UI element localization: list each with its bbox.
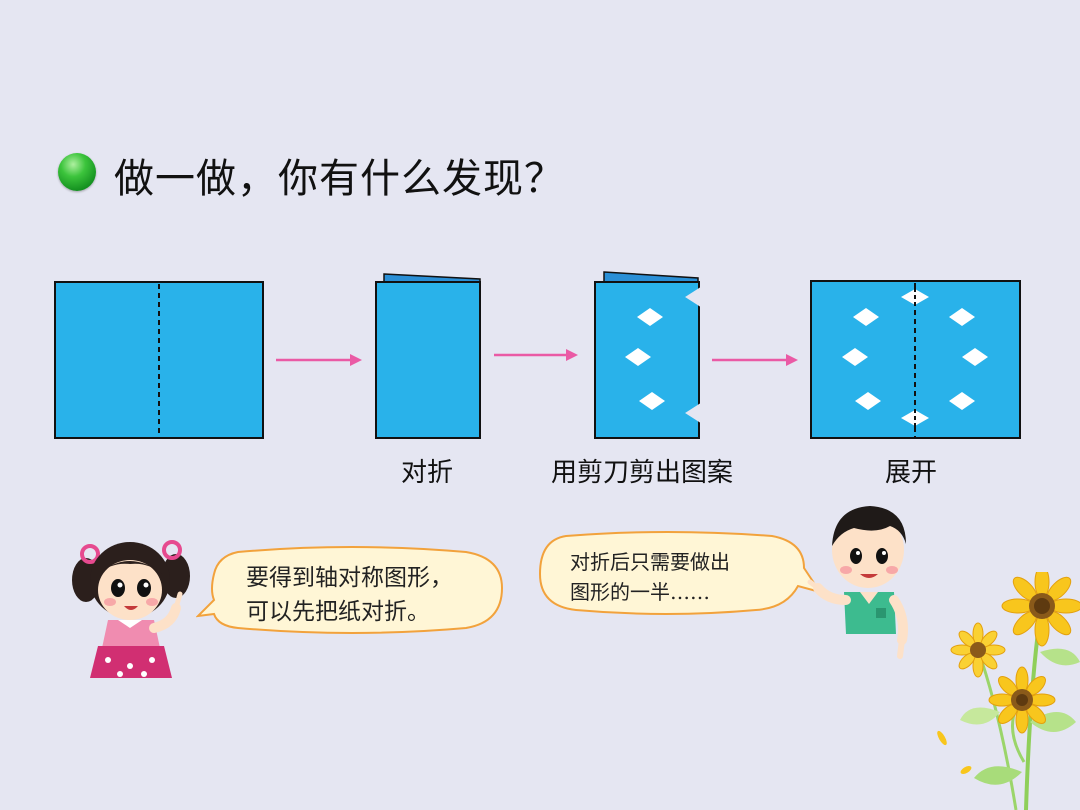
boy-bubble-line1: 对折后只需要做出 <box>570 550 730 574</box>
arrow-icon <box>276 354 362 366</box>
folding-diagram <box>54 271 1021 439</box>
green-bullet-icon <box>58 153 96 191</box>
caption-unfold: 展开 <box>885 458 938 488</box>
page-title: 做一做，你有什么发现？ <box>114 156 565 202</box>
boy-bubble-line2: 图形的一半…… <box>570 580 710 604</box>
caption-cut: 用剪刀剪出图案 <box>551 458 734 488</box>
caption-fold: 对折 <box>401 458 454 488</box>
unfolded-sheet <box>810 280 1021 439</box>
folded-sheet <box>375 273 481 439</box>
arrow-icon <box>712 354 798 366</box>
girl-speech-bubble <box>196 546 504 634</box>
girl-illustration <box>72 540 190 678</box>
diamond-cut-icon <box>637 308 663 326</box>
arrow-icon <box>494 349 578 361</box>
diamond-cut-icon <box>625 348 651 366</box>
diamond-cut-icon <box>639 392 665 410</box>
girl-bubble-line1: 要得到轴对称图形， <box>246 565 453 591</box>
boy-illustration <box>807 506 908 659</box>
cut-sheet <box>594 271 701 439</box>
boy-speech-bubble <box>538 531 822 615</box>
girl-bubble-line2: 可以先把纸对折。 <box>246 599 430 625</box>
full-sheet <box>54 281 264 439</box>
sunflower-decoration <box>937 572 1080 810</box>
